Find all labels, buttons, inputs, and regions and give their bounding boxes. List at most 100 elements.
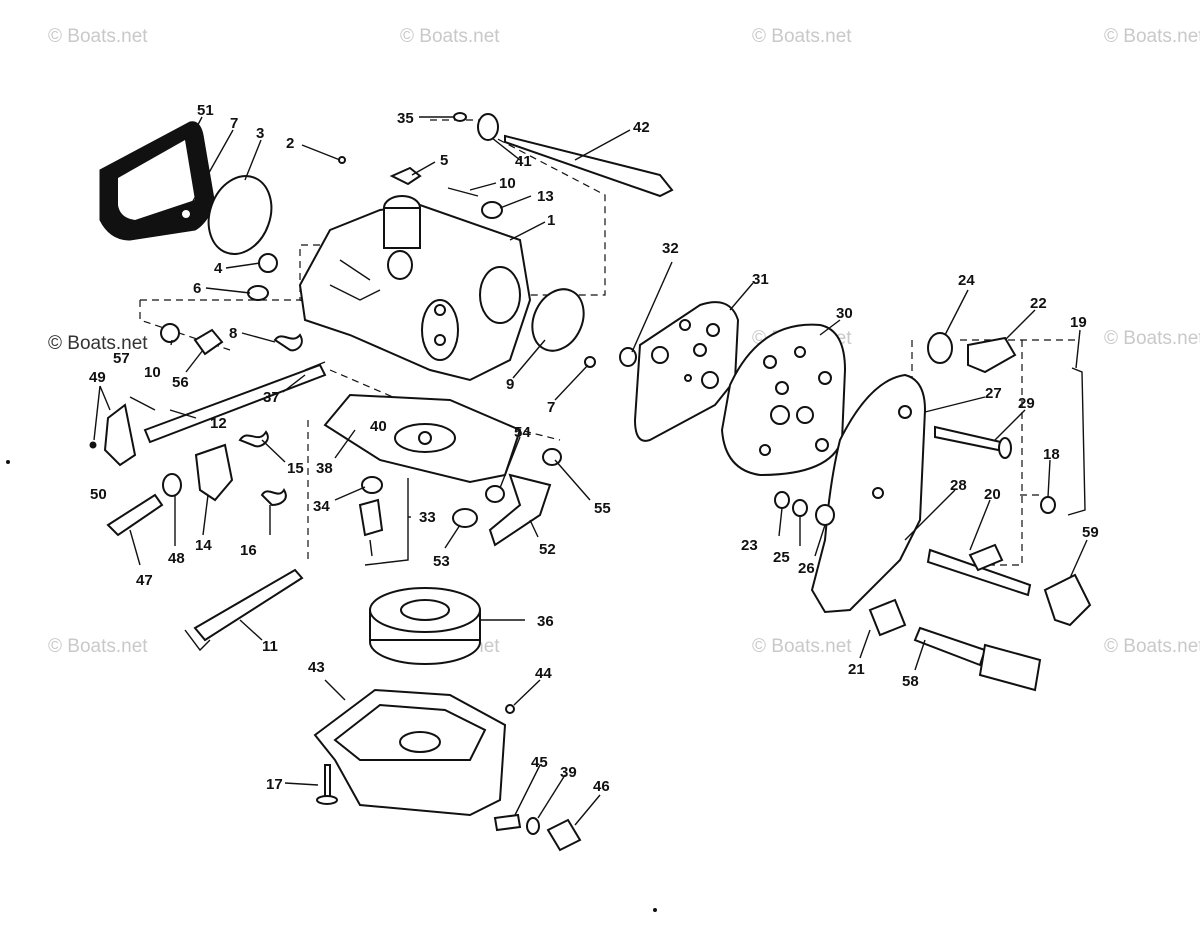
callout-label: 29: [1018, 395, 1035, 412]
callout-label: 18: [1043, 446, 1060, 463]
shaft-11: [193, 568, 304, 642]
watermark: © Boats.net: [48, 636, 148, 657]
screw-47: [106, 493, 164, 537]
watermark: © Boats.net: [752, 636, 852, 657]
watermark: © Boats.net: [1104, 328, 1200, 349]
washer-25: [792, 499, 808, 517]
callout-label: 47: [136, 572, 153, 589]
disc-30: [720, 323, 847, 477]
watermark: © Boats.net: [48, 333, 148, 354]
washer-26: [815, 504, 835, 526]
watermark: © Boats.net: [752, 26, 852, 47]
washer-23: [774, 491, 790, 509]
callout-label: 10: [144, 364, 161, 381]
lever-58: [913, 626, 987, 667]
washer-48: [162, 473, 182, 497]
callout-label: 45: [531, 754, 548, 771]
callout-label: 1: [547, 212, 555, 229]
knob-59: [1043, 573, 1092, 627]
scan-speck: [6, 460, 10, 464]
callout-label: 50: [90, 486, 107, 503]
screw-17: [324, 764, 331, 801]
float-arm-52: [488, 473, 552, 547]
callout-label: 54: [514, 424, 531, 441]
watermark: © Boats.net: [400, 26, 500, 47]
watermark: © Boats.net: [1104, 26, 1200, 47]
washer-6: [247, 285, 269, 301]
callout-label: 43: [308, 659, 325, 676]
callout-label: 58: [902, 673, 919, 690]
callout-label: 38: [316, 460, 333, 477]
screw-53: [452, 508, 478, 528]
callout-label: 34: [313, 498, 330, 515]
lever-14: [194, 443, 234, 502]
plate-31: [633, 301, 740, 442]
callout-label: 2: [286, 135, 294, 152]
float-36: [369, 587, 481, 665]
callout-label: 19: [1070, 314, 1087, 331]
rod-19: [1067, 367, 1086, 516]
gasket-38: [323, 393, 522, 484]
callout-label: 31: [752, 271, 769, 288]
callout-label: 24: [958, 272, 975, 289]
clip-21: [868, 598, 907, 637]
washer-32: [619, 347, 637, 367]
callout-label: 22: [1030, 295, 1047, 312]
screw-35: [453, 112, 467, 122]
spring-45: [493, 813, 522, 832]
pin-10b: [129, 396, 156, 411]
ball-4: [258, 253, 278, 273]
grommet-24: [927, 332, 953, 364]
callout-label: 17: [266, 776, 283, 793]
callout-label: 56: [172, 374, 189, 391]
plug-46: [546, 818, 582, 852]
callout-label: 7: [230, 115, 238, 132]
callout-label: 37: [263, 389, 280, 406]
callout-label: 26: [798, 560, 815, 577]
cap-41: [477, 113, 499, 141]
lever-58-head: [978, 643, 1042, 692]
washer-55: [542, 448, 562, 466]
float-bowl-43: [313, 688, 507, 817]
callout-label: 8: [229, 325, 237, 342]
shaft-11-arm: [184, 629, 211, 652]
leader-lines: [93, 116, 1088, 826]
callout-label: 10: [499, 175, 516, 192]
scan-speck: [653, 908, 657, 912]
callout-label: 6: [193, 280, 201, 297]
callout-label: 48: [168, 550, 185, 567]
bracket-plate: [810, 373, 927, 614]
callout-labels: 51 7 3 2 35 41 42 5 10 13 1 4 6 8 57 56 …: [89, 102, 1099, 795]
washer-34: [361, 476, 383, 494]
spring-15: [238, 430, 269, 448]
callout-label: 23: [741, 537, 758, 554]
callout-label: 57: [113, 350, 130, 367]
callout-label: 15: [287, 460, 304, 477]
callout-label: 11: [262, 638, 278, 655]
plug-9: [531, 288, 585, 352]
callout-label: 3: [256, 125, 264, 142]
callout-label: 42: [633, 119, 650, 136]
callout-label: 5: [440, 152, 448, 169]
callout-label: 51: [197, 102, 214, 119]
callout-label: 25: [773, 549, 790, 566]
callout-label: 46: [593, 778, 610, 795]
screw-7b: [584, 356, 596, 368]
callout-label: 33: [419, 509, 436, 526]
shaft-12: [143, 363, 327, 444]
callout-label: 30: [836, 305, 853, 322]
callout-label: 4: [214, 260, 223, 277]
ball-44: [505, 704, 515, 714]
callout-label: 44: [535, 665, 552, 682]
callout-label: 21: [848, 661, 865, 678]
pin-10: [447, 187, 479, 197]
callout-label: 32: [662, 240, 679, 257]
callout-label: 41: [515, 153, 532, 170]
bracket-33: [364, 478, 409, 566]
watermark: © Boats.net: [48, 26, 148, 47]
valve-33: [358, 498, 384, 537]
callout-label: 20: [984, 486, 1001, 503]
screw-29: [934, 425, 1010, 454]
carburetor-body-1: [298, 195, 532, 382]
